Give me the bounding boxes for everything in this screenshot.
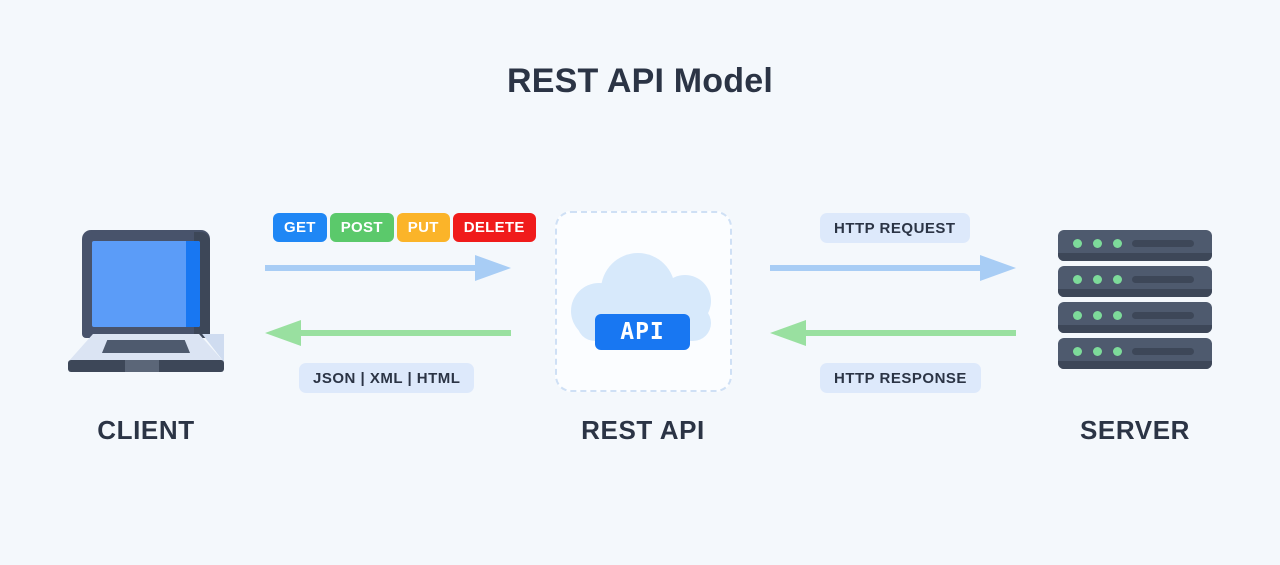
server-led (1093, 239, 1102, 248)
server-rack-unit (1058, 338, 1212, 369)
laptop-screen-edge (186, 241, 200, 327)
arrow-api-to-server-request (770, 255, 1016, 281)
laptop-trackpad (125, 360, 159, 372)
server-rack-shadow (1058, 325, 1212, 333)
server-led (1093, 311, 1102, 320)
rest-api-label: REST API (581, 415, 705, 445)
http-method-badges: GET POST PUT DELETE (273, 213, 536, 242)
arrow-client-to-api-request (265, 255, 511, 281)
server-slot-bar (1132, 276, 1194, 283)
server-led (1113, 239, 1122, 248)
server-led (1073, 239, 1082, 248)
laptop-keyboard (102, 340, 190, 353)
server-rack-icon (1058, 230, 1212, 372)
server-rack-unit (1058, 302, 1212, 333)
server-rack-shadow (1058, 253, 1212, 261)
arrow-api-to-client-response (265, 320, 511, 346)
method-badge-post[interactable]: POST (329, 213, 394, 242)
api-badge: API (595, 314, 690, 350)
laptop-screen (92, 241, 200, 327)
method-badge-delete[interactable]: DELETE (452, 213, 536, 242)
server-rack-shadow (1058, 289, 1212, 297)
server-led (1073, 311, 1082, 320)
server-rack-unit (1058, 230, 1212, 261)
server-slot-bar (1132, 348, 1194, 355)
server-led (1113, 347, 1122, 356)
method-badge-put[interactable]: PUT (396, 213, 450, 242)
laptop-icon (68, 230, 224, 372)
response-formats-pill: JSON | XML | HTML (299, 363, 475, 393)
http-response-pill: HTTP RESPONSE (820, 363, 981, 393)
arrow-server-to-api-response (770, 320, 1016, 346)
server-led (1073, 275, 1082, 284)
server-led (1093, 347, 1102, 356)
client-label: CLIENT (97, 415, 195, 445)
server-led (1073, 347, 1082, 356)
server-label: SERVER (1079, 415, 1191, 445)
method-badge-get[interactable]: GET (273, 213, 327, 242)
server-led (1113, 275, 1122, 284)
server-slot-bar (1132, 240, 1194, 247)
server-led (1093, 275, 1102, 284)
page-title: REST API Model (506, 62, 773, 100)
server-led (1113, 311, 1122, 320)
server-slot-bar (1132, 312, 1194, 319)
http-request-pill: HTTP REQUEST (820, 213, 970, 243)
server-rack-unit (1058, 266, 1212, 297)
server-rack-shadow (1058, 361, 1212, 369)
